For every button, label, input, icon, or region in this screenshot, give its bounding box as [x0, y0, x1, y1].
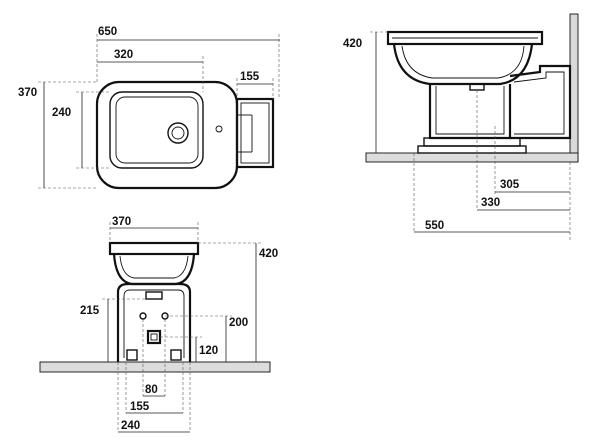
dim-front-80: 80 — [145, 384, 158, 396]
side-pedestal — [428, 84, 512, 140]
front-foot-left — [126, 349, 138, 361]
top-view: 650 320 155 370 240 — [18, 26, 280, 190]
side-trap — [509, 64, 572, 140]
dim-front-120: 120 — [199, 345, 218, 357]
top-drain — [167, 122, 189, 144]
top-trap-block — [235, 97, 275, 169]
front-top-block — [145, 291, 163, 300]
dim-top-inner-depth: 240 — [52, 107, 71, 119]
side-base-bottom — [417, 145, 527, 154]
front-floor — [39, 361, 271, 373]
front-foot-right — [170, 349, 182, 361]
dim-front-top-width: 370 — [112, 216, 131, 228]
side-bowl — [392, 43, 534, 86]
dim-front-155: 155 — [130, 401, 150, 413]
side-wall — [569, 13, 579, 163]
dim-front-height: 420 — [259, 248, 278, 260]
front-view: 370 420 215 200 120 80 155 240 — [39, 216, 278, 433]
front-fix-left — [139, 312, 147, 320]
dim-side-330: 330 — [481, 197, 500, 209]
top-trap-inner — [240, 102, 270, 164]
top-basin-inner — [115, 96, 199, 164]
side-rim — [386, 30, 544, 46]
dim-top-depth: 370 — [18, 87, 37, 99]
dim-front-200: 200 — [229, 317, 248, 329]
side-floor — [365, 152, 579, 163]
dim-side-height: 420 — [343, 38, 362, 50]
side-view: 420 305 330 550 — [343, 13, 579, 240]
front-rim — [108, 241, 200, 256]
front-bowl — [112, 253, 196, 286]
dim-front-240: 240 — [121, 420, 140, 432]
dim-side-305: 305 — [500, 179, 520, 191]
top-drain-inner — [171, 126, 185, 140]
top-bowl-outline — [95, 80, 239, 190]
top-basin-outline — [109, 91, 204, 169]
top-tap-hole — [215, 125, 223, 133]
dim-top-trap: 155 — [240, 71, 260, 83]
side-base — [423, 137, 521, 147]
front-pedestal — [116, 282, 192, 362]
dim-front-215: 215 — [80, 305, 100, 317]
dim-side-550: 550 — [425, 220, 444, 232]
dim-top-width: 650 — [98, 26, 117, 38]
front-outlet — [146, 329, 162, 345]
dim-top-basin: 320 — [114, 49, 133, 61]
